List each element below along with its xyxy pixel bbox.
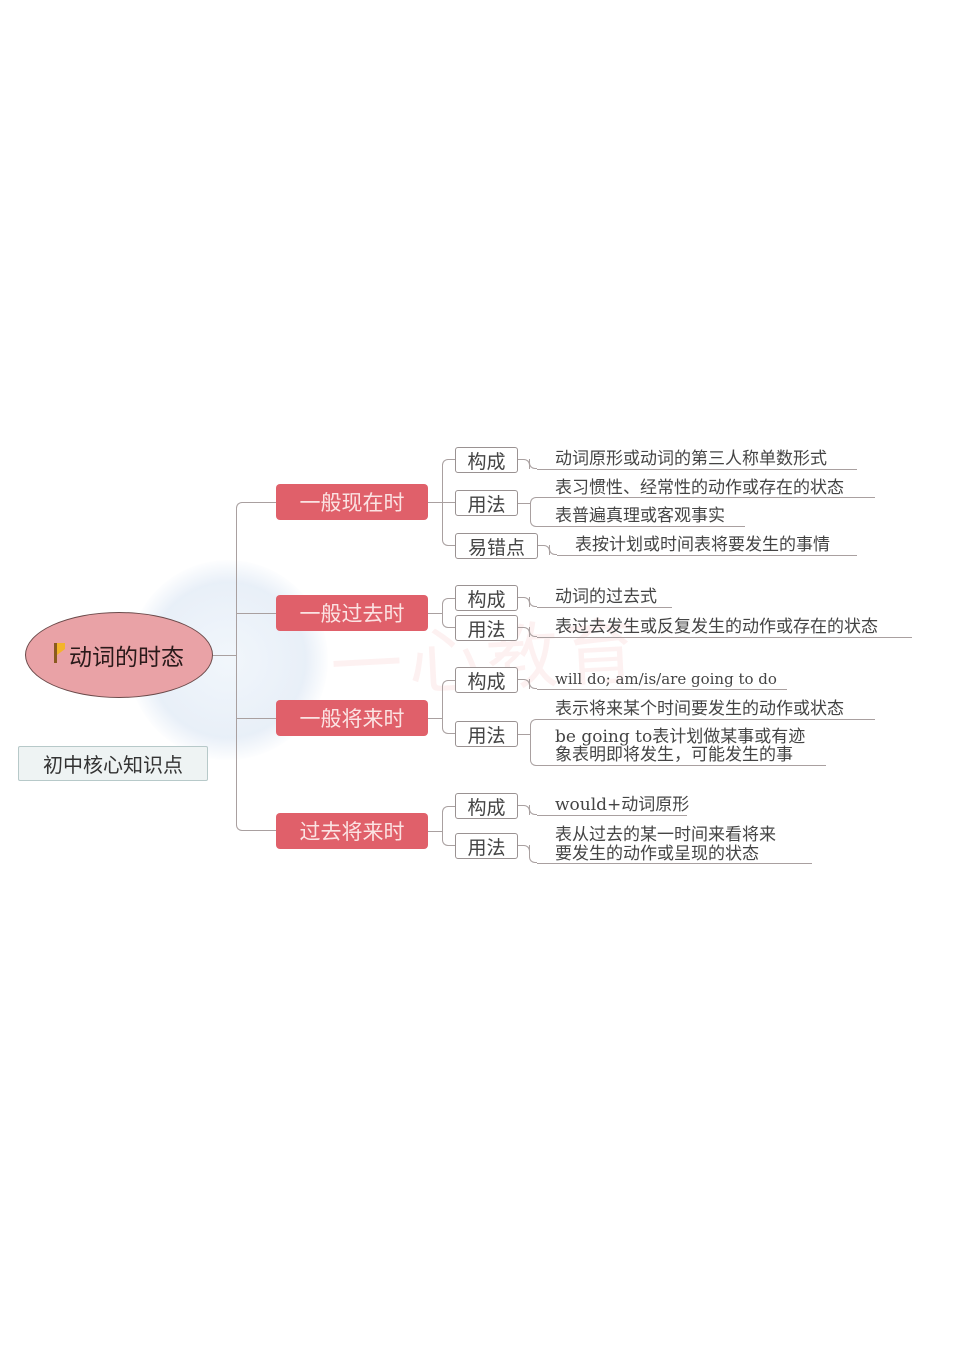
connector: [529, 679, 537, 689]
flag-icon: [54, 643, 65, 663]
content-text: 动词原形或动词的第三人称单数形式: [555, 449, 827, 469]
sub-label: 构成: [467, 796, 506, 819]
sub-label: 构成: [467, 588, 506, 611]
connector: [442, 806, 455, 846]
connector: [530, 719, 540, 766]
sub-label: 易错点: [467, 536, 525, 559]
sub-node-usage[interactable]: 用法: [455, 721, 518, 747]
tense-node-future-in-past[interactable]: 过去将来时: [276, 813, 428, 849]
tense-label: 一般现在时: [299, 491, 405, 515]
connector: [442, 680, 455, 734]
connector: [428, 718, 442, 719]
content-text: 动词的过去式: [555, 587, 657, 607]
connector: [428, 831, 442, 832]
tense-label: 过去将来时: [299, 820, 405, 844]
trunk-connector: [236, 502, 276, 831]
sub-label: 构成: [467, 670, 506, 693]
connector: [529, 845, 537, 863]
root-connector: [213, 655, 236, 656]
content-text: 表从过去的某一时间来看将来: [555, 825, 776, 845]
content-text: 要发生的动作或呈现的状态: [555, 844, 759, 864]
underline: [540, 765, 826, 766]
underline: [537, 863, 812, 864]
sub-node-structure[interactable]: 构成: [455, 585, 518, 611]
content-text: 象表明即将发生，可能发生的事: [555, 745, 793, 765]
connector: [442, 598, 455, 628]
tag-label: 初中核心知识点: [18, 746, 208, 781]
sub-node-structure[interactable]: 构成: [455, 667, 518, 693]
content-text: would+动词原形: [555, 795, 690, 815]
tense-label: 一般过去时: [299, 602, 405, 626]
sub-label: 用法: [467, 724, 506, 747]
connector: [428, 502, 442, 503]
sub-node-structure[interactable]: 构成: [455, 793, 518, 819]
connector: [529, 627, 537, 637]
branch-connector: [236, 718, 276, 719]
tag-text: 初中核心知识点: [43, 753, 183, 777]
sub-node-structure[interactable]: 构成: [455, 447, 518, 473]
connector: [442, 502, 455, 503]
underline: [537, 815, 687, 816]
branch-connector: [236, 613, 276, 614]
sub-node-usage[interactable]: 用法: [455, 490, 518, 516]
underline: [540, 526, 745, 527]
connector: [530, 497, 540, 527]
content-text: 表普遍真理或客观事实: [555, 506, 725, 526]
content-text: 表过去发生或反复发生的动作或存在的状态: [555, 617, 878, 637]
tense-node-past-simple[interactable]: 一般过去时: [276, 595, 428, 631]
sub-label: 用法: [467, 618, 506, 641]
content-text: will do; am/is/are going to do: [555, 670, 777, 688]
connector: [518, 734, 530, 735]
sub-label: 用法: [467, 493, 506, 516]
content-text: be going to表计划做某事或有迹: [555, 727, 806, 747]
connector: [529, 805, 537, 815]
root-label: 动词的时态: [69, 645, 184, 671]
sub-label: 构成: [467, 450, 506, 473]
connector: [529, 459, 537, 469]
content-text: 表习惯性、经常性的动作或存在的状态: [555, 478, 844, 498]
underline: [537, 637, 912, 638]
underline: [540, 497, 875, 498]
content-text: 表示将来某个时间要发生的动作或状态: [555, 699, 844, 719]
underline: [537, 607, 672, 608]
tense-label: 一般将来时: [299, 707, 405, 731]
root-node[interactable]: 动词的时态: [25, 612, 213, 698]
underline: [537, 469, 857, 470]
sub-node-common-mistakes[interactable]: 易错点: [455, 533, 538, 559]
connector: [518, 503, 530, 504]
sub-node-usage[interactable]: 用法: [455, 833, 518, 859]
content-text: 表按计划或时间表将要发生的事情: [575, 535, 830, 555]
underline: [540, 719, 875, 720]
sub-label: 用法: [467, 836, 506, 859]
connector: [529, 597, 537, 607]
underline: [557, 555, 857, 556]
underline: [537, 689, 787, 690]
sub-node-usage[interactable]: 用法: [455, 615, 518, 641]
connector: [549, 545, 557, 555]
tense-node-present-simple[interactable]: 一般现在时: [276, 484, 428, 520]
connector: [428, 613, 442, 614]
tense-node-future-simple[interactable]: 一般将来时: [276, 700, 428, 736]
